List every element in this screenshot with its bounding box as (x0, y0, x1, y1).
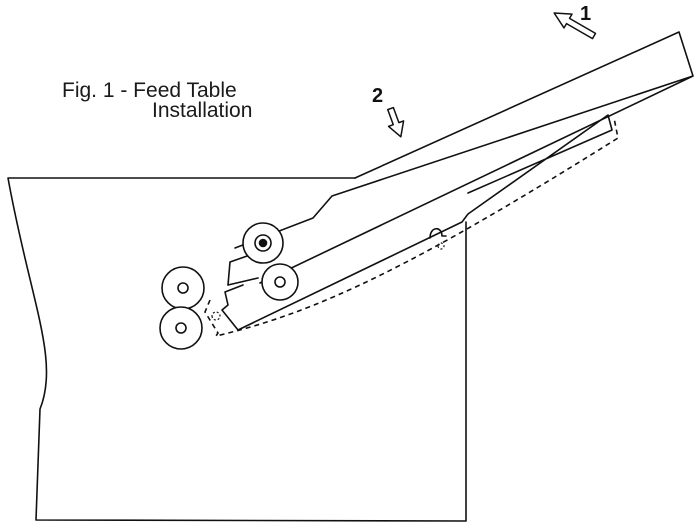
machine-body-outline (7, 177, 467, 522)
dashed-pivot (211, 242, 445, 321)
arrow-step-2 (387, 106, 405, 138)
roller-upper-table (242, 222, 284, 264)
feed-table-upper (227, 31, 694, 286)
feed-table-lower (221, 114, 613, 331)
figure-caption-line1: Fig. 1 - Feed Table (62, 79, 237, 102)
feed-table-dashed-position (204, 117, 619, 338)
step-label-2: 2 (372, 85, 384, 107)
roller-body-top (161, 266, 205, 310)
figure-caption-line2: Installation (152, 99, 253, 122)
roller-body-bottom (159, 306, 203, 350)
table-hook (429, 227, 447, 239)
roller-lower-table (261, 263, 299, 301)
step-label-1: 1 (580, 3, 592, 25)
arrow-step-1 (553, 12, 597, 40)
